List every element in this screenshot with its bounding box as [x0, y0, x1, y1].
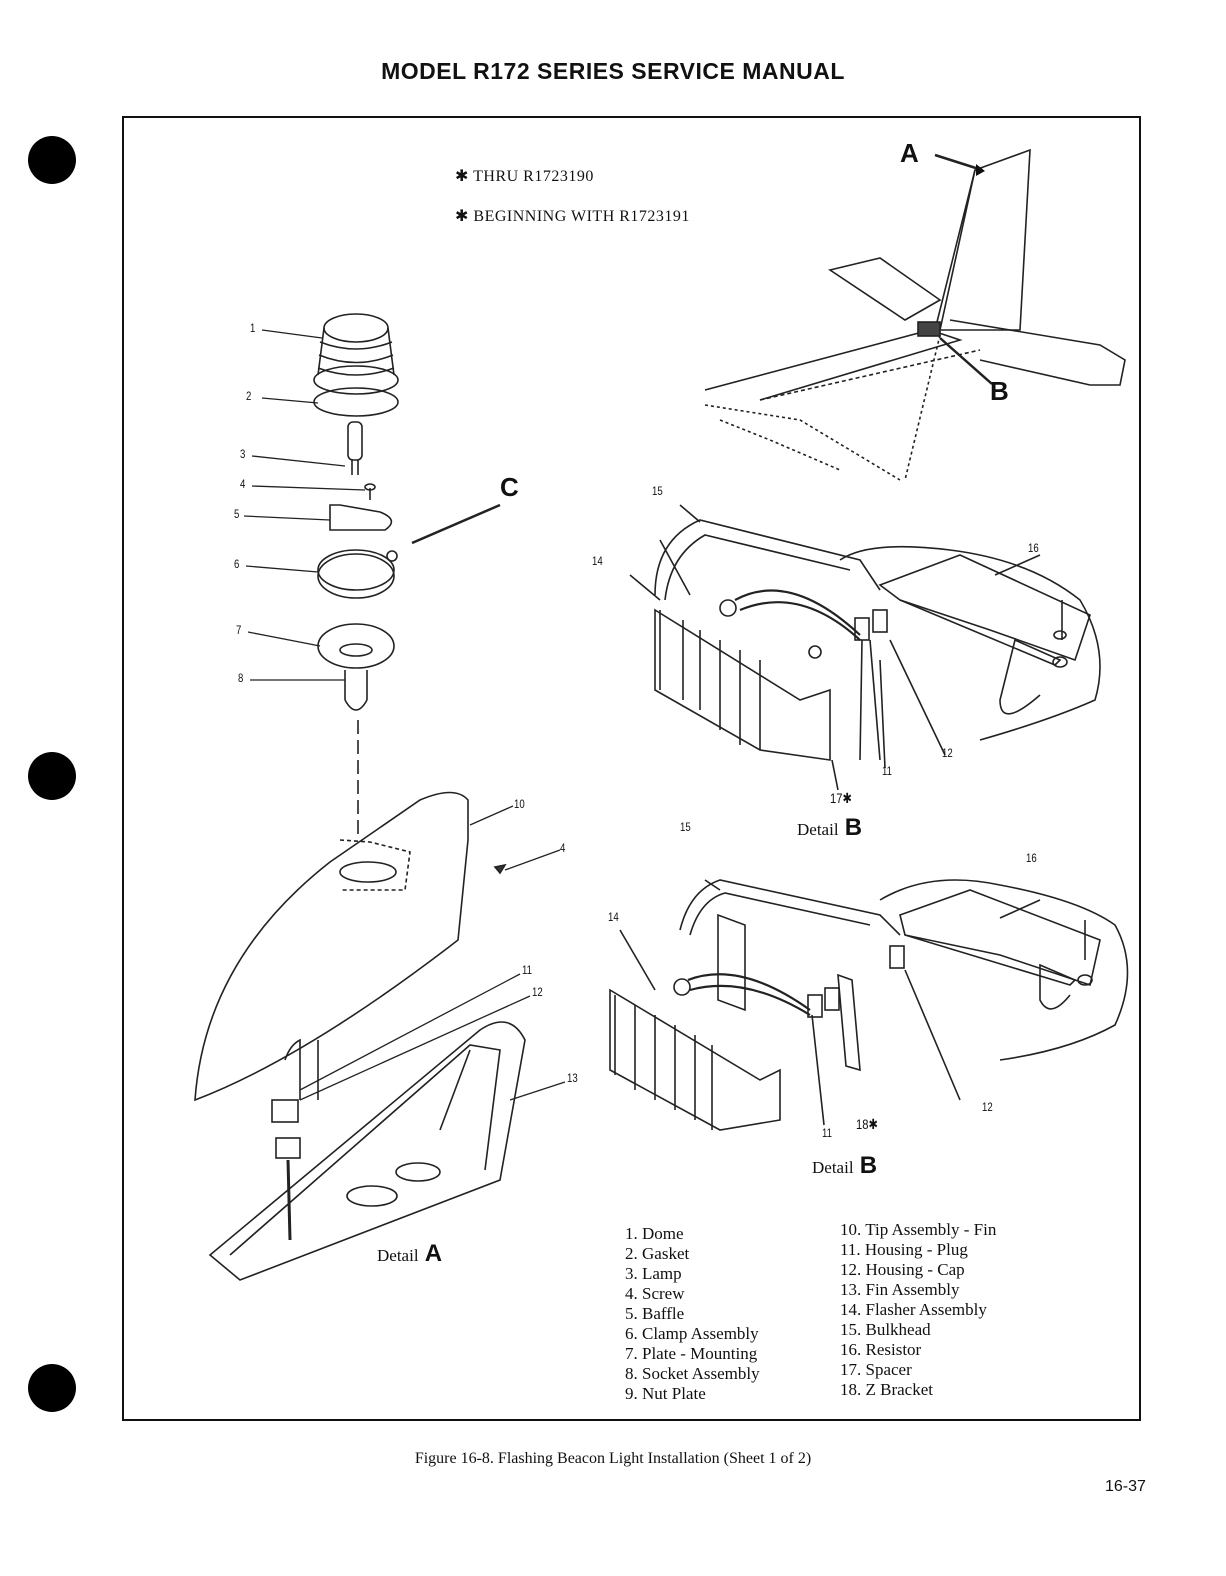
detail-A-letter: A [424, 1240, 443, 1267]
legend-item: 7. Plate - Mounting [625, 1344, 758, 1363]
callout-6: 6 [234, 557, 240, 571]
callout-11-upper: 11 [882, 764, 892, 778]
detail-B-upper-word: Detail [797, 820, 839, 839]
binder-hole-bottom [28, 1364, 76, 1412]
callout-4: 4 [240, 477, 246, 491]
detail-B-upper-drawing [629, 504, 1101, 791]
legend-item: 4. Screw [625, 1284, 685, 1303]
legend-item: 11. Housing - Plug [840, 1240, 968, 1259]
callout-4-screw: 4 [560, 841, 566, 855]
serial-note-thru: ✱ THRU R1723190 [455, 168, 594, 185]
leader-A [934, 153, 983, 172]
callout-14-lower: 14 [608, 910, 619, 924]
binder-hole-top [28, 136, 76, 184]
aircraft-tail-drawing [704, 148, 1126, 481]
callout-14-upper: 14 [592, 554, 603, 568]
callout-15-lower: 15 [680, 820, 691, 834]
detail-B-upper-letter: B [844, 814, 863, 841]
callout-12-upper: 12 [942, 746, 953, 760]
parts-legend-left: 1. Dome 2. Gasket 3. Lamp 4. Screw 5. Ba… [625, 1224, 760, 1404]
callout-16-upper: 16 [1028, 541, 1039, 555]
legend-item: 18. Z Bracket [840, 1380, 933, 1399]
callout-11-detailA: 11 [522, 963, 532, 977]
callout-12-lower: 12 [982, 1100, 993, 1114]
legend-item: 17. Spacer [840, 1360, 912, 1379]
detail-A-word: Detail [377, 1246, 419, 1265]
figure-frame [122, 116, 1141, 1421]
callout-16-lower: 16 [1026, 851, 1037, 865]
legend-item: 3. Lamp [625, 1264, 682, 1283]
callout-18-lower: 18✱ [856, 1116, 878, 1132]
callout-7: 7 [236, 623, 242, 637]
detail-B-lower-word: Detail [812, 1158, 854, 1177]
callout-10: 10 [514, 797, 525, 811]
leader-C [411, 503, 501, 545]
legend-item: 1. Dome [625, 1224, 684, 1243]
legend-item: 9. Nut Plate [625, 1384, 706, 1403]
detail-B-lower-letter: B [859, 1152, 878, 1179]
detail-B-lower-label: Detail B [812, 1152, 877, 1180]
legend-item: 8. Socket Assembly [625, 1364, 760, 1383]
callout-3: 3 [240, 447, 246, 461]
legend-item: 12. Housing - Cap [840, 1260, 965, 1279]
beacon-exploded-drawing [313, 313, 399, 840]
detail-A-label: Detail A [377, 1240, 442, 1268]
callout-8: 8 [238, 671, 244, 685]
legend-item: 14. Flasher Assembly [840, 1300, 987, 1319]
parts-legend-right: 10. Tip Assembly - Fin 11. Housing - Plu… [840, 1220, 996, 1400]
detail-B-upper-label: Detail B [797, 814, 862, 842]
page-number: 16-37 [1105, 1478, 1146, 1495]
callout-11-lower: 11 [822, 1126, 832, 1140]
callout-17-upper: 17✱ [830, 790, 852, 806]
callout-C: C [500, 472, 519, 502]
detail-A-drawing [194, 791, 526, 1281]
binder-hole-middle [28, 752, 76, 800]
legend-item: 5. Baffle [625, 1304, 685, 1323]
figure-caption: Figure 16-8. Flashing Beacon Light Insta… [414, 1450, 812, 1467]
legend-item: 10. Tip Assembly - Fin [840, 1220, 997, 1239]
legend-item: 13. Fin Assembly [840, 1280, 960, 1299]
callout-15-upper: 15 [652, 484, 663, 498]
serial-note-beginning: ✱ BEGINNING WITH R1723191 [455, 208, 690, 225]
callout-5: 5 [234, 507, 240, 521]
legend-item: 15. Bulkhead [840, 1320, 931, 1339]
legend-item: 6. Clamp Assembly [625, 1324, 759, 1343]
callout-12-detailA: 12 [532, 985, 543, 999]
legend-item: 2. Gasket [625, 1244, 690, 1263]
callout-2: 2 [246, 389, 252, 403]
callout-1: 1 [250, 321, 256, 335]
detail-B-lower-drawing [609, 879, 1129, 1131]
callout-13: 13 [567, 1071, 578, 1085]
leader-B [939, 337, 993, 385]
legend-item: 16. Resistor [840, 1340, 922, 1359]
callout-A: A [900, 138, 919, 168]
page-header: MODEL R172 SERIES SERVICE MANUAL [381, 58, 845, 84]
callout-leaders-left [243, 329, 566, 1101]
callout-B: B [990, 376, 1009, 406]
